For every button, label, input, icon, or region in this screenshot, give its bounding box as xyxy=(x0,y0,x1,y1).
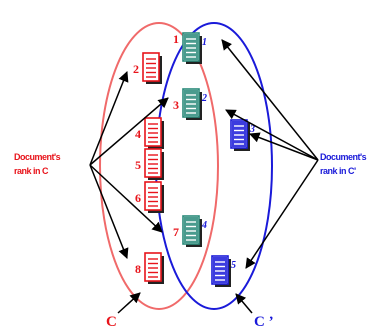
document-d7 xyxy=(182,215,202,247)
rank-c-label: 4 xyxy=(135,127,141,141)
rank-arrow xyxy=(221,39,319,161)
rank-c-label: 8 xyxy=(135,262,141,276)
rank-arrow xyxy=(89,164,163,233)
arrows-layer xyxy=(89,39,319,314)
right-label-line2: rank in C' xyxy=(320,166,356,176)
document-dp3 xyxy=(230,119,250,151)
rank-arrow xyxy=(117,292,141,314)
rank-c-prime-label: 1 xyxy=(202,37,207,48)
rank-arrow xyxy=(249,132,319,161)
document-d1 xyxy=(182,32,202,64)
rank-arrow xyxy=(89,71,129,166)
document-fill xyxy=(184,90,198,116)
document-dp5 xyxy=(211,255,231,287)
rank-c-prime-label: 2 xyxy=(201,93,207,104)
rank-arrow xyxy=(245,159,319,269)
rank-c-prime-label: 3 xyxy=(249,124,255,135)
rank-arrow xyxy=(89,164,129,259)
document-fill xyxy=(184,217,198,243)
rank-c-label: 3 xyxy=(173,98,179,112)
set-c-prime-label: C ’ xyxy=(254,314,274,330)
document-d5 xyxy=(144,148,164,180)
set-c-label: C xyxy=(106,314,117,330)
document-d8 xyxy=(144,252,164,284)
documents-layer: 1 1 2 3 2 4 5 6 7 4 8 3 5 xyxy=(133,32,255,287)
rank-c-label: 2 xyxy=(133,62,139,76)
document-icon xyxy=(144,252,162,282)
left-label-line1: Document's xyxy=(14,152,61,162)
rank-c-label: 7 xyxy=(173,225,179,239)
document-d4 xyxy=(144,117,164,149)
rank-c-prime-label: 4 xyxy=(201,220,207,231)
left-label-line2: rank in C xyxy=(14,166,49,176)
rank-arrow xyxy=(89,97,169,166)
right-label-line1: Document's xyxy=(320,152,367,162)
document-fill xyxy=(232,121,246,147)
rank-c-label: 1 xyxy=(173,32,179,46)
rank-c-label: 5 xyxy=(135,158,141,172)
set-c-ellipse xyxy=(99,22,219,310)
rank-arrow xyxy=(235,293,253,314)
document-d3 xyxy=(182,88,202,120)
document-fill xyxy=(213,257,227,283)
document-icon xyxy=(144,117,162,147)
document-d2 xyxy=(142,52,162,84)
document-fill xyxy=(184,34,198,60)
rank-c-prime-label: 5 xyxy=(231,260,236,271)
document-icon xyxy=(142,52,160,82)
rank-c-label: 6 xyxy=(135,191,141,205)
document-d6 xyxy=(144,181,164,213)
document-icon xyxy=(144,181,162,211)
rank-arrow xyxy=(225,109,319,161)
document-icon xyxy=(144,148,162,178)
